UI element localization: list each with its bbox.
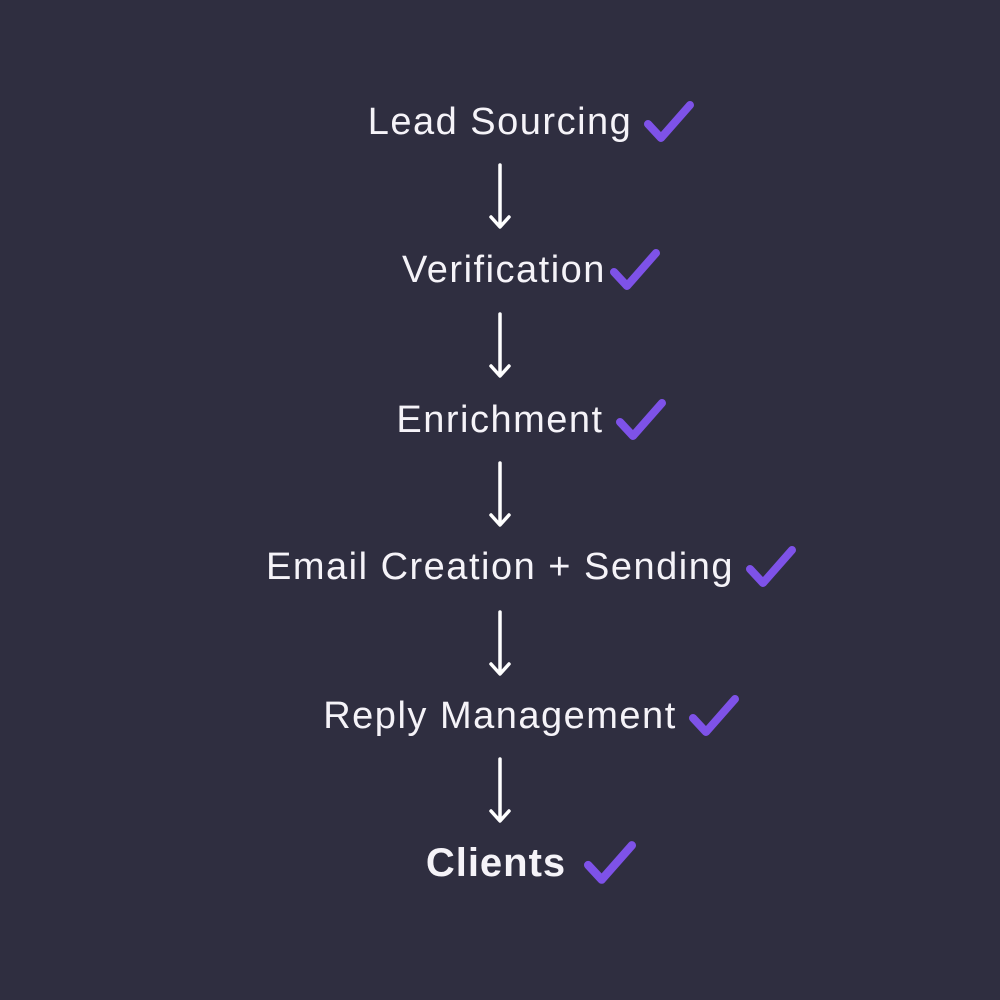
check-icon <box>584 841 637 884</box>
step-label: Verification <box>402 248 606 291</box>
step-verification: Verification <box>0 242 1000 298</box>
down-arrow-icon <box>489 610 511 676</box>
step-label: Clients <box>425 840 567 885</box>
check-icon <box>644 101 695 142</box>
check-stroke <box>584 841 637 884</box>
check-stroke <box>688 695 739 736</box>
step-enrichment: Enrichment <box>0 392 1000 448</box>
check-icon <box>609 249 660 290</box>
step-email-creation-sending: Email Creation + Sending <box>0 539 1000 595</box>
arrow-stroke <box>489 312 511 378</box>
check-stroke <box>609 249 660 290</box>
down-arrow-icon <box>489 461 511 527</box>
step-clients: Clients <box>0 835 1000 891</box>
check-stroke <box>745 546 796 587</box>
step-lead-sourcing: Lead Sourcing <box>0 94 1000 150</box>
step-label: Enrichment <box>396 398 604 441</box>
arrow-stroke <box>489 757 511 823</box>
down-arrow-icon <box>489 757 511 823</box>
down-arrow-icon <box>489 312 511 378</box>
step-reply-management: Reply Management <box>0 688 1000 744</box>
step-label: Lead Sourcing <box>367 100 633 143</box>
arrow-stroke <box>489 163 511 229</box>
check-icon <box>745 546 796 587</box>
step-label: Email Creation + Sending <box>266 545 734 588</box>
check-icon <box>615 399 666 440</box>
arrow-stroke <box>489 610 511 676</box>
check-stroke <box>644 101 695 142</box>
check-icon <box>688 695 739 736</box>
arrow-stroke <box>489 461 511 527</box>
down-arrow-icon <box>489 163 511 229</box>
check-stroke <box>615 399 666 440</box>
step-label: Reply Management <box>323 694 677 737</box>
